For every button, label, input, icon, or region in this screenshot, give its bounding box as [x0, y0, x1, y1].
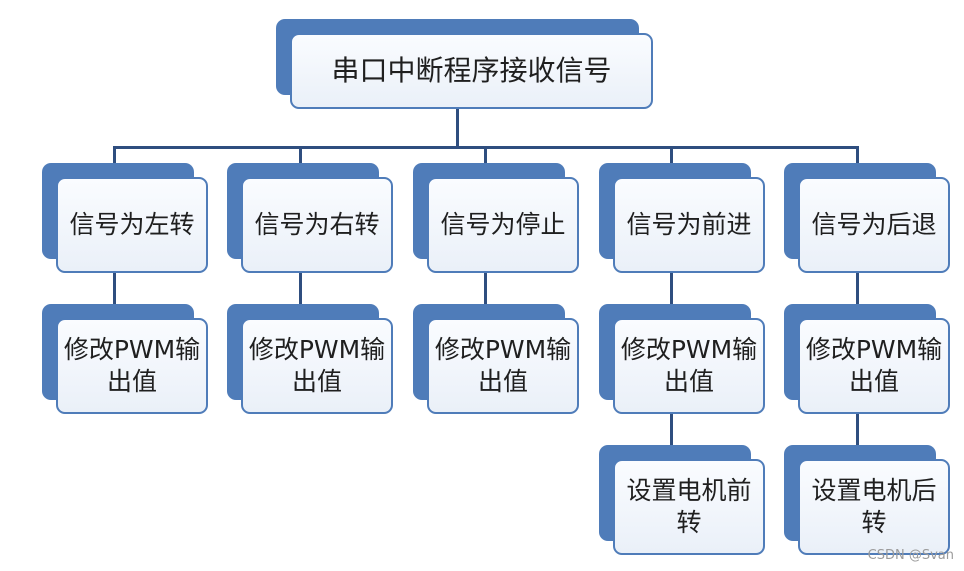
motor-node-forward: 设置电机前转	[599, 445, 765, 555]
signal-node-right: 信号为右转	[227, 163, 393, 273]
root-label: 串口中断程序接收信号	[331, 53, 612, 87]
pwm-node-left: 修改PWM输出值	[42, 304, 208, 414]
connector-signal-3-to-pwm	[484, 272, 487, 306]
connector-signal-5-to-pwm	[856, 272, 859, 306]
signal-node-backward: 信号为后退	[784, 163, 950, 273]
motor-label-backward: 设置电机后转	[811, 475, 937, 538]
signal-node-left: 信号为左转	[42, 163, 208, 273]
signal-label-forward: 信号为前进	[626, 209, 752, 239]
connector-pwm-5-to-motor	[856, 412, 859, 448]
signal-label-stop: 信号为停止	[440, 209, 566, 239]
watermark: CSDN @Svan	[867, 548, 954, 563]
pwm-node-backward: 修改PWM输出值	[784, 304, 950, 414]
pwm-label-forward: 修改PWM输出值	[620, 334, 758, 397]
connector-root-down	[456, 108, 459, 148]
signal-node-forward: 信号为前进	[599, 163, 765, 273]
pwm-node-right: 修改PWM输出值	[227, 304, 393, 414]
connector-branch-5	[856, 146, 859, 168]
pwm-node-forward: 修改PWM输出值	[599, 304, 765, 414]
pwm-node-stop: 修改PWM输出值	[413, 304, 579, 414]
connector-signal-1-to-pwm	[113, 272, 116, 306]
pwm-label-right: 修改PWM输出值	[248, 334, 386, 397]
signal-label-backward: 信号为后退	[811, 209, 937, 239]
connector-pwm-4-to-motor	[670, 412, 673, 448]
signal-node-stop: 信号为停止	[413, 163, 579, 273]
motor-label-forward: 设置电机前转	[626, 475, 752, 538]
signal-label-left: 信号为左转	[69, 209, 195, 239]
pwm-label-stop: 修改PWM输出值	[434, 334, 572, 397]
pwm-label-backward: 修改PWM输出值	[805, 334, 943, 397]
connector-branch-2	[299, 146, 302, 168]
connector-signal-2-to-pwm	[299, 272, 302, 306]
connector-branch-4	[670, 146, 673, 168]
connector-signal-4-to-pwm	[670, 272, 673, 306]
connector-branch-3	[484, 146, 487, 168]
connector-branch-1	[113, 146, 116, 168]
pwm-label-left: 修改PWM输出值	[63, 334, 201, 397]
signal-label-right: 信号为右转	[254, 209, 380, 239]
root-node: 串口中断程序接收信号	[276, 19, 653, 109]
motor-node-backward: 设置电机后转	[784, 445, 950, 555]
